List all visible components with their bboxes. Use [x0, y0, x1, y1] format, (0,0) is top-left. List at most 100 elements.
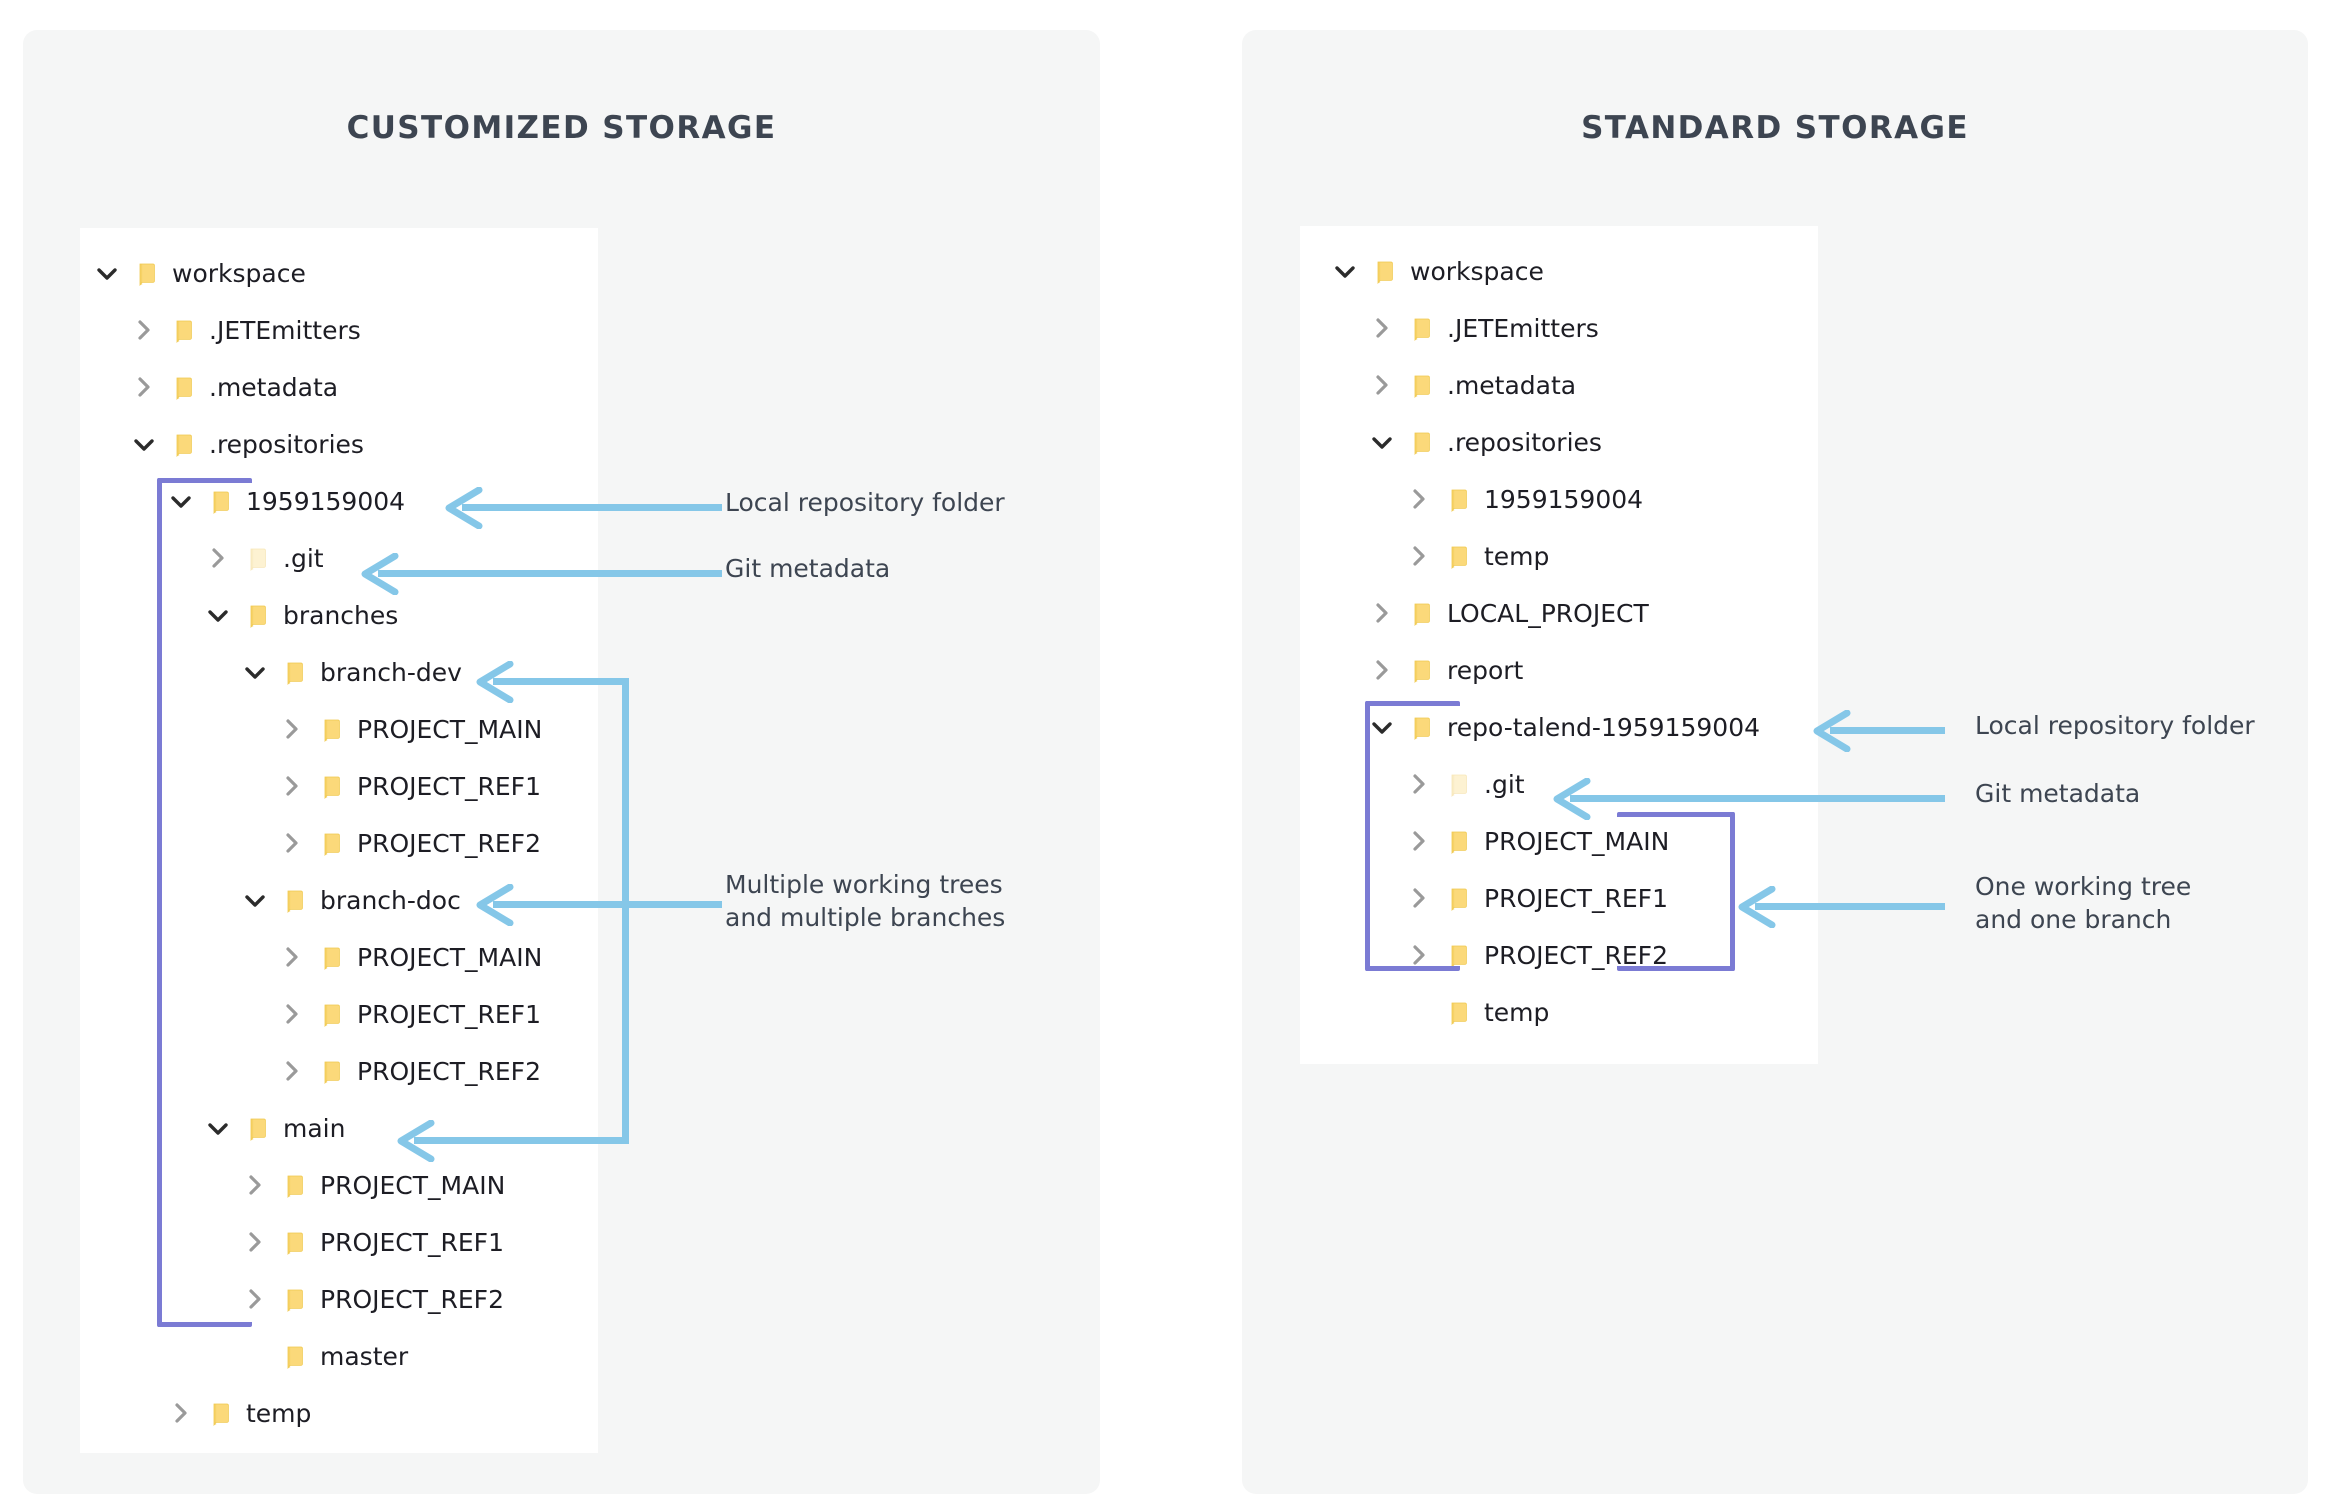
tree-row[interactable]: temp [1406, 541, 1549, 571]
chevron-right-icon[interactable] [1369, 657, 1395, 683]
tree-row[interactable]: PROJECT_MAIN [242, 1170, 505, 1200]
chevron-right-icon[interactable] [131, 374, 157, 400]
chevron-right-icon[interactable] [205, 545, 231, 571]
tree-row-label: temp [1484, 541, 1550, 571]
chevron-right-icon[interactable] [1406, 828, 1432, 854]
tree-row-label: temp [246, 1398, 312, 1428]
chevron-right-icon[interactable] [1369, 600, 1395, 626]
chevron-down-icon[interactable] [131, 431, 157, 457]
tree-row[interactable]: .repositories [1369, 427, 1602, 457]
tree-row[interactable]: master [242, 1341, 408, 1371]
annotation-left-git-metadata: Git metadata [725, 554, 891, 583]
folder-icon [1409, 429, 1435, 456]
tree-row[interactable]: PROJECT_REF1 [279, 771, 541, 801]
tree-row[interactable]: workspace [1332, 256, 1544, 286]
chevron-right-icon[interactable] [279, 830, 305, 856]
chevron-right-icon[interactable] [131, 317, 157, 343]
tree-row[interactable]: .JETEmitters [1369, 313, 1599, 343]
chevron-right-icon[interactable] [242, 1172, 268, 1198]
folder-icon [319, 1001, 345, 1028]
purple-bracket-right-worktree [1617, 812, 1735, 971]
chevron-down-icon[interactable] [205, 602, 231, 628]
tree-row[interactable]: branch-doc [242, 885, 461, 915]
arrow-head-left-git-metadata [361, 553, 399, 595]
chevron-down-icon[interactable] [1332, 258, 1358, 284]
folder-icon [245, 1115, 271, 1142]
tree-row[interactable]: branches [205, 600, 398, 630]
tree-row[interactable]: PROJECT_MAIN [279, 942, 542, 972]
chevron-right-icon[interactable] [1406, 771, 1432, 797]
folder-icon [245, 602, 271, 629]
tree-row[interactable]: workspace [94, 258, 306, 288]
chevron-right-icon[interactable] [279, 944, 305, 970]
chevron-down-icon[interactable] [1369, 714, 1395, 740]
chevron-right-icon[interactable] [1406, 885, 1432, 911]
panel-title-standard: STANDARD STORAGE [1581, 110, 1969, 146]
tree-row[interactable]: PROJECT_REF2 [242, 1284, 504, 1314]
tree-row[interactable]: 1959159004 [1406, 484, 1643, 514]
folder-icon [282, 887, 308, 914]
chevron-right-icon[interactable] [1369, 372, 1395, 398]
chevron-right-icon[interactable] [242, 1229, 268, 1255]
chevron-right-icon[interactable] [279, 716, 305, 742]
chevron-right-icon[interactable] [279, 1058, 305, 1084]
tree-row-label: PROJECT_REF2 [320, 1284, 504, 1314]
chevron-down-icon[interactable] [168, 488, 194, 514]
tree-row[interactable]: .metadata [131, 372, 338, 402]
tree-row[interactable]: 1959159004 [168, 486, 405, 516]
tree-row-label: main [283, 1113, 346, 1143]
tree-row[interactable]: report [1369, 655, 1523, 685]
tree-row[interactable]: PROJECT_REF2 [279, 828, 541, 858]
folder-icon [208, 488, 234, 515]
chevron-right-icon[interactable] [1369, 315, 1395, 341]
folder-icon [134, 260, 160, 287]
tree-row[interactable]: .git [1406, 769, 1525, 799]
tree-row[interactable]: PROJECT_REF1 [279, 999, 541, 1029]
chevron-down-icon[interactable] [94, 260, 120, 286]
connector-line-right-git-metadata [1570, 795, 1945, 802]
tree-row[interactable]: PROJECT_REF2 [279, 1056, 541, 1086]
folder-icon [319, 716, 345, 743]
tree-row[interactable]: .repositories [131, 429, 364, 459]
tree-row[interactable]: PROJECT_REF1 [1406, 883, 1668, 913]
folder-icon [319, 830, 345, 857]
chevron-placeholder [1406, 999, 1432, 1025]
chevron-right-icon[interactable] [279, 773, 305, 799]
connector-line-left-main [414, 1137, 629, 1144]
tree-row[interactable]: PROJECT_MAIN [279, 714, 542, 744]
tree-row[interactable]: .git [205, 543, 324, 573]
tree-row-label: workspace [172, 258, 306, 288]
tree-row-label: PROJECT_REF1 [320, 1227, 504, 1257]
chevron-down-icon[interactable] [205, 1115, 231, 1141]
folder-icon [319, 773, 345, 800]
folder-icon [1446, 885, 1472, 912]
tree-row-label: branches [283, 600, 399, 630]
chevron-right-icon[interactable] [242, 1286, 268, 1312]
chevron-right-icon[interactable] [1406, 486, 1432, 512]
chevron-right-icon[interactable] [1406, 543, 1432, 569]
chevron-down-icon[interactable] [242, 659, 268, 685]
tree-row[interactable]: temp [168, 1398, 311, 1428]
tree-row[interactable]: PROJECT_MAIN [1406, 826, 1669, 856]
tree-row-label: .repositories [209, 429, 364, 459]
purple-bracket-left-repo [157, 478, 252, 1327]
folder-icon [1372, 258, 1398, 285]
chevron-down-icon[interactable] [242, 887, 268, 913]
tree-row[interactable]: branch-dev [242, 657, 462, 687]
tree-row[interactable]: PROJECT_REF1 [242, 1227, 504, 1257]
tree-row[interactable]: temp [1406, 997, 1549, 1027]
chevron-right-icon[interactable] [1406, 942, 1432, 968]
tree-row[interactable]: PROJECT_REF2 [1406, 940, 1668, 970]
tree-row[interactable]: LOCAL_PROJECT [1369, 598, 1649, 628]
tree-row-label: PROJECT_REF2 [357, 1056, 541, 1086]
tree-row-label: branch-dev [320, 657, 462, 687]
tree-row[interactable]: .JETEmitters [131, 315, 361, 345]
folder-icon [1446, 999, 1472, 1026]
chevron-right-icon[interactable] [168, 1400, 194, 1426]
chevron-right-icon[interactable] [279, 1001, 305, 1027]
tree-row-label: workspace [1410, 256, 1544, 286]
tree-row[interactable]: repo-talend-1959159004 [1369, 712, 1760, 742]
tree-row[interactable]: main [205, 1113, 345, 1143]
tree-row[interactable]: .metadata [1369, 370, 1576, 400]
chevron-down-icon[interactable] [1369, 429, 1395, 455]
